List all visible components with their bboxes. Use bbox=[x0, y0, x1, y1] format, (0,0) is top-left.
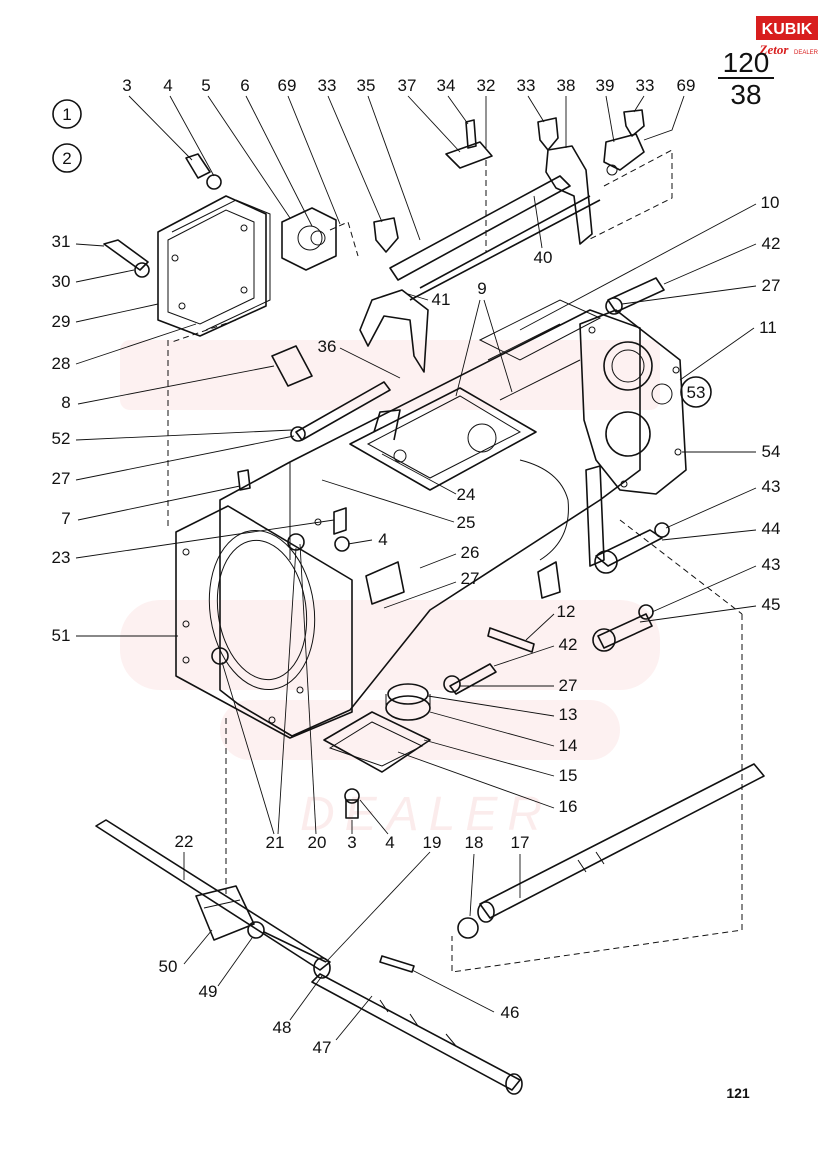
callout-35: 35 bbox=[357, 76, 376, 95]
callout-29: 29 bbox=[52, 312, 71, 331]
callout-26: 26 bbox=[461, 543, 480, 562]
callout-4-mid: 4 bbox=[378, 530, 387, 549]
variant-marker-1: 1 bbox=[52, 99, 82, 129]
parts-drawing: 53 bbox=[95, 109, 765, 1095]
callout-42-mid: 42 bbox=[559, 635, 578, 654]
page-ref-denominator: 38 bbox=[730, 79, 761, 110]
callout-27-mid: 27 bbox=[461, 569, 480, 588]
callout-21: 21 bbox=[266, 833, 285, 852]
callout-14: 14 bbox=[559, 736, 578, 755]
kubik-logo: KUBIK Zetor DEALER bbox=[756, 16, 819, 57]
callout-19: 19 bbox=[423, 833, 442, 852]
callout-22: 22 bbox=[175, 832, 194, 851]
callout-69-right: 69 bbox=[677, 76, 696, 95]
callout-11: 11 bbox=[759, 318, 777, 337]
circled-part-53: 53 bbox=[687, 383, 706, 402]
callout-32: 32 bbox=[477, 76, 496, 95]
callout-27-right: 27 bbox=[762, 276, 781, 295]
callout-27-left: 27 bbox=[52, 469, 71, 488]
page-number: 121 bbox=[726, 1085, 750, 1101]
callout-48: 48 bbox=[273, 1018, 292, 1037]
logo-sub: Zetor bbox=[759, 42, 790, 57]
callout-34: 34 bbox=[437, 76, 456, 95]
callout-24: 24 bbox=[457, 485, 476, 504]
callout-8: 8 bbox=[61, 393, 70, 412]
callout-12: 12 bbox=[557, 602, 576, 621]
callout-45: 45 bbox=[762, 595, 781, 614]
callout-9: 9 bbox=[477, 279, 486, 298]
logo-tag: DEALER bbox=[794, 50, 819, 56]
callout-44: 44 bbox=[762, 519, 781, 538]
callout-6: 6 bbox=[240, 76, 249, 95]
callout-49: 49 bbox=[199, 982, 218, 1001]
logo-brand: KUBIK bbox=[762, 21, 813, 38]
callout-labels: 3 4 5 6 69 33 35 37 34 32 33 38 39 33 69… bbox=[52, 76, 781, 1057]
callout-20: 20 bbox=[308, 833, 327, 852]
callout-10: 10 bbox=[761, 193, 780, 212]
svg-text:1: 1 bbox=[62, 105, 71, 124]
page-reference: 120 38 bbox=[718, 47, 774, 110]
callout-4-bottom: 4 bbox=[385, 833, 394, 852]
callout-43-b: 43 bbox=[762, 555, 781, 574]
callout-28: 28 bbox=[52, 354, 71, 373]
callout-33-a: 33 bbox=[318, 76, 337, 95]
callout-25: 25 bbox=[457, 513, 476, 532]
callout-38: 38 bbox=[557, 76, 576, 95]
callout-52: 52 bbox=[52, 429, 71, 448]
watermark-text: DEALER bbox=[300, 788, 552, 841]
page-ref-numerator: 120 bbox=[723, 47, 770, 78]
callout-3-top: 3 bbox=[122, 76, 131, 95]
callout-50: 50 bbox=[159, 957, 178, 976]
callout-41: 41 bbox=[432, 290, 451, 309]
callout-51: 51 bbox=[52, 626, 71, 645]
callout-27-lower: 27 bbox=[559, 676, 578, 695]
callout-31: 31 bbox=[52, 232, 71, 251]
callout-36: 36 bbox=[318, 337, 337, 356]
callout-4-top: 4 bbox=[163, 76, 172, 95]
callout-40: 40 bbox=[534, 248, 553, 267]
callout-5: 5 bbox=[201, 76, 210, 95]
callout-39: 39 bbox=[596, 76, 615, 95]
callout-16: 16 bbox=[559, 797, 578, 816]
callout-7: 7 bbox=[61, 509, 70, 528]
callout-33-c: 33 bbox=[636, 76, 655, 95]
callout-54: 54 bbox=[762, 442, 781, 461]
callout-30: 30 bbox=[52, 272, 71, 291]
callout-69-left: 69 bbox=[278, 76, 297, 95]
callout-43-a: 43 bbox=[762, 477, 781, 496]
callout-17: 17 bbox=[511, 833, 530, 852]
callout-37: 37 bbox=[398, 76, 417, 95]
variant-marker-2: 2 bbox=[52, 143, 82, 173]
callout-47: 47 bbox=[313, 1038, 332, 1057]
callout-15: 15 bbox=[559, 766, 578, 785]
callout-46: 46 bbox=[501, 1003, 520, 1022]
callout-42-right: 42 bbox=[762, 234, 781, 253]
callout-3-bottom: 3 bbox=[347, 833, 356, 852]
callout-33-b: 33 bbox=[517, 76, 536, 95]
callout-18: 18 bbox=[465, 833, 484, 852]
svg-text:2: 2 bbox=[62, 149, 71, 168]
callout-23: 23 bbox=[52, 548, 71, 567]
callout-13: 13 bbox=[559, 705, 578, 724]
